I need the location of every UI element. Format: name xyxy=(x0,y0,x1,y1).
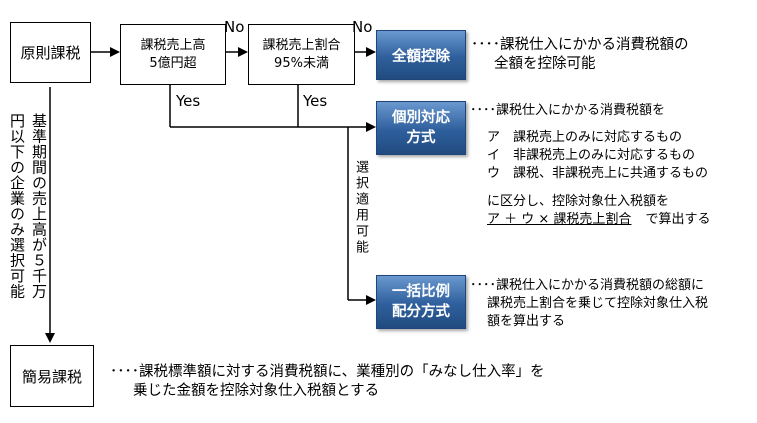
gensoku-kazei-box: 原則課税 xyxy=(10,22,91,83)
kan-i-desc-line1: ････課税標準額に対する消費税額に、業種別の「みなし仕入率」を xyxy=(110,364,545,380)
ikkatsu-desc-line2: 課税売上割合を乗じて控除対象仕入税 xyxy=(487,296,709,311)
ikkatsu-description: ････課税仕入にかかる消費税額の総額に 課税売上割合を乗じて控除対象仕入税 額… xyxy=(470,277,708,331)
sentaku-tekiyo-label: 選択適用可能 xyxy=(353,160,368,256)
yes-label-1: Yes xyxy=(176,92,201,110)
kazei-wariai-line1: 課税売上割合 xyxy=(262,37,341,53)
ikkatsu-hirei-line1: 一括比例 xyxy=(392,284,450,300)
yes-label-2: Yes xyxy=(303,92,328,110)
kobetsu-taio-line2: 方式 xyxy=(406,130,436,146)
ikkatsu-hirei-line2: 配分方式 xyxy=(392,304,450,320)
kazei-uriage-line1: 課税売上高 xyxy=(140,37,206,53)
kan-i-description: ････課税標準額に対する消費税額に、業種別の「みなし仕入率」を 乗じた金額を控… xyxy=(110,363,545,401)
ikkatsu-desc-line3: 額を算出する xyxy=(487,314,566,329)
kobetsu-formula-line: ア ＋ ウ × 課税売上割合で算出する xyxy=(470,211,710,229)
kazei-uriage-box: 課税売上高 5億円超 xyxy=(120,24,226,85)
kobetsu-item-i: イ 非課税売上のみに対応するもの xyxy=(487,148,696,163)
kobetsu-formula: ア ＋ ウ × 課税売上割合 xyxy=(487,212,632,227)
kobetsu-desc-intro: ････課税仕入にかかる消費税額を xyxy=(470,103,666,118)
zengaku-desc-line1: ････課税仕入にかかる消費税額の xyxy=(471,37,689,53)
kobetsu-taio-box: 個別対応 方式 xyxy=(376,101,466,155)
kobetsu-item-u: ウ 課税、非課税売上に共通するもの xyxy=(487,166,709,181)
kan-i-condition-col2: 円以下の企業のみ選択可能 xyxy=(8,113,26,299)
kazei-wariai-line2: 95%未満 xyxy=(274,55,329,71)
zengaku-kojo-box: 全額控除 xyxy=(376,30,466,80)
zengaku-desc-line2: 全額を控除可能 xyxy=(494,56,596,72)
kobetsu-item-a: ア 課税売上のみに対応するもの xyxy=(487,130,683,145)
zengaku-kojo-label: 全額控除 xyxy=(392,48,450,65)
kobetsu-taio-line1: 個別対応 xyxy=(392,110,450,126)
ikkatsu-desc-line1: ････課税仕入にかかる消費税額の総額に xyxy=(470,278,705,293)
zengaku-description: ････課税仕入にかかる消費税額の 全額を控除可能 xyxy=(471,36,689,74)
kan-i-kazei-label: 簡易課税 xyxy=(21,367,82,386)
kan-i-kazei-box: 簡易課税 xyxy=(10,345,94,407)
gensoku-kazei-label: 原則課税 xyxy=(20,44,81,62)
kobetsu-desc-after: に区分し、控除対象仕入税額を xyxy=(487,194,670,209)
ikkatsu-hirei-box: 一括比例 配分方式 xyxy=(376,275,466,329)
kazei-uriage-line2: 5億円超 xyxy=(149,55,197,71)
kazei-wariai-box: 課税売上割合 95%未満 xyxy=(248,24,355,85)
kobetsu-formula-suffix: で算出する xyxy=(645,212,711,227)
kan-i-condition-col1: 基準期間の売上高が５千万 xyxy=(30,113,48,299)
kobetsu-description: ････課税仕入にかかる消費税額を ア 課税売上のみに対応するもの イ 非課税売… xyxy=(470,102,710,229)
kan-i-desc-line2: 乗じた金額を控除対象仕入税額とする xyxy=(133,383,380,399)
no-label-1: No xyxy=(224,18,245,36)
no-label-2: No xyxy=(352,18,373,36)
